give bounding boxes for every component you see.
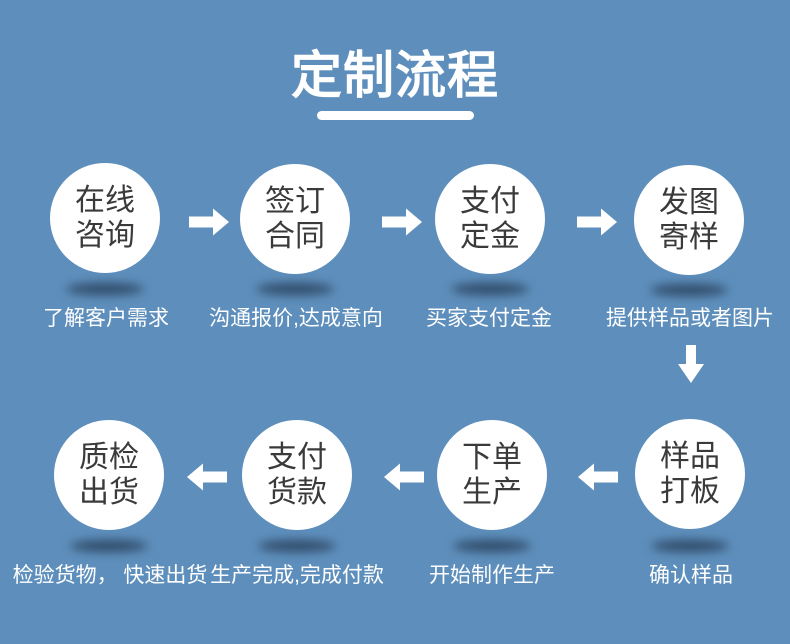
arrow-left-icon [187,463,227,491]
step-title-line: 合同 [265,220,325,253]
step-title-line: 在线 [75,184,135,217]
step-title-line: 质检 [79,441,139,474]
circle-shadow [70,540,148,552]
step-title-line: 定金 [460,220,520,253]
step-title-line: 支付 [267,441,327,474]
page-title: 定制流程 [290,47,499,104]
step-caption: 检验货物， 快速出货 [12,564,208,587]
step-caption: 生产完成,完成付款 [210,564,384,587]
step-caption: 提供样品或者图片 [606,307,774,330]
step-circle: 下单 生产 [437,420,547,530]
arrow-right-icon [577,208,617,236]
circle-shadow [453,540,531,552]
circle-shadow [451,283,529,295]
step-circle: 样品 打板 [635,419,745,529]
step-title-line: 货款 [267,476,327,509]
circle-shadow [650,284,728,296]
arrow-right-icon [382,208,422,236]
step-title-line: 下单 [462,441,522,474]
arrow-left-icon [578,463,618,491]
arrow-left-icon [384,463,424,491]
step-title-line: 支付 [460,185,520,218]
circle-shadow [258,540,336,552]
step-circle: 发图 寄样 [634,165,744,275]
step-circle: 支付 定金 [435,164,545,274]
step-title-line: 样品 [660,440,720,473]
step-caption: 了解客户需求 [43,307,169,330]
step-caption: 开始制作生产 [429,564,555,587]
step-caption: 沟通报价,达成意向 [209,307,383,330]
step-circle: 签订 合同 [240,164,350,274]
step-title-line: 咨询 [75,219,135,252]
step-title-line: 出货 [79,476,139,509]
arrow-right-icon [189,208,229,236]
step-circle: 质检 出货 [54,420,164,530]
step-caption: 确认样品 [649,564,733,587]
circle-shadow [256,283,334,295]
step-title-line: 打板 [660,475,720,508]
step-circle: 支付 货款 [242,420,352,530]
step-title-line: 签订 [265,185,325,218]
step-caption: 买家支付定金 [426,307,552,330]
step-title-line: 寄样 [659,221,719,254]
arrow-down-icon [678,345,704,383]
step-circle: 在线 咨询 [50,163,160,273]
circle-shadow [66,283,144,295]
step-title-line: 生产 [462,476,522,509]
title-underline [317,111,474,120]
circle-shadow [651,540,729,552]
step-title-line: 发图 [659,186,719,219]
